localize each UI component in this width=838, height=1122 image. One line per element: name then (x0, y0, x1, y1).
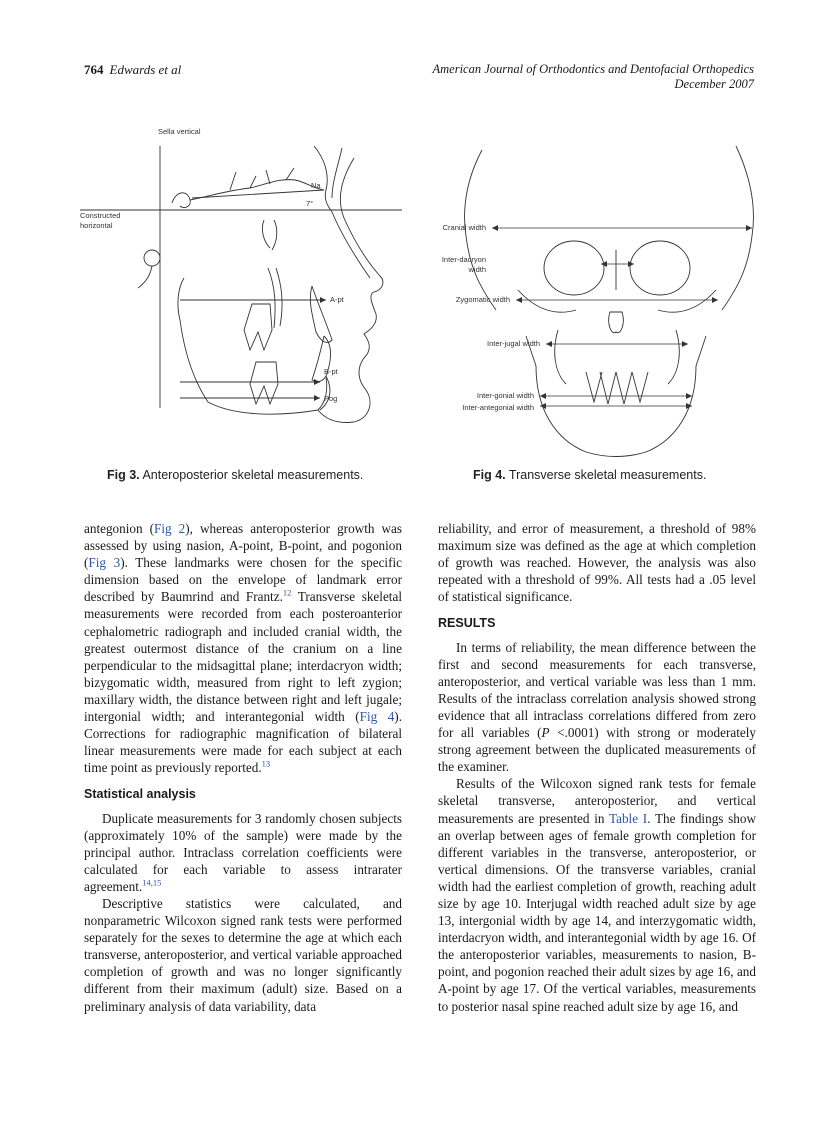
text-run: ). These landmarks were chosen for the s… (84, 555, 403, 605)
figure-4-frontal-tracing: Cranial width Inter-dacryon width Zygoma… (442, 145, 754, 457)
page-number: 764 (84, 62, 104, 77)
link-table-1[interactable]: Table I (608, 810, 648, 826)
label-na: Na (311, 181, 321, 190)
running-header-left: 764 Edwards et al (84, 62, 181, 78)
right-column: reliability, and error of measurement, a… (438, 520, 756, 1015)
label-inter-dacryon-1: Inter-dacryon (442, 255, 486, 264)
link-fig-3[interactable]: Fig 3 (88, 555, 121, 571)
text-run: <.0001) with strong or moderately strong… (438, 725, 756, 775)
label-inter-antegonial-width: Inter-antegonial width (462, 403, 534, 412)
link-fig-4[interactable]: Fig 4 (359, 709, 395, 725)
label-pog: Pog (324, 394, 337, 403)
label-angle: 7° (306, 199, 313, 208)
paragraph-reliability: In terms of reliability, the mean differ… (438, 639, 756, 776)
text-run: ), whereas anteroposterior growth was as… (84, 521, 402, 571)
label-zygomatic-width: Zygomatic width (456, 295, 510, 304)
label-a-pt: A-pt (330, 295, 345, 304)
reference-12[interactable]: 12 (282, 587, 292, 598)
running-header-right: American Journal of Orthodontics and Den… (433, 62, 755, 92)
text-run: Transverse skeletal measurements were re… (84, 589, 402, 725)
figure-3-number: Fig 3. (107, 468, 140, 482)
left-orbit (543, 240, 605, 296)
issue-date: December 2007 (674, 77, 755, 91)
figure-3-caption-text: Anteroposterior skeletal measurements. (142, 468, 364, 482)
running-authors: Edwards et al (109, 62, 182, 77)
p-value-symbol: P (541, 725, 550, 741)
link-fig-2[interactable]: Fig 2 (154, 521, 186, 536)
sella-outline (171, 192, 191, 209)
paragraph-duplicate-measurements: Duplicate measurements for 3 randomly ch… (84, 810, 402, 895)
label-inter-gonial-width: Inter-gonial width (477, 391, 534, 400)
text-run: Results of the Wilcoxon signed rank test… (438, 776, 756, 826)
text-run: In terms of reliability, the mean differ… (438, 639, 756, 741)
text-run: antegonion ( (84, 521, 155, 536)
right-orbit (629, 240, 691, 296)
sn-line (191, 189, 325, 199)
heading-results: RESULTS (438, 616, 496, 631)
text-run: ). Corrections for radiographic magnific… (84, 709, 402, 776)
paragraph-threshold: reliability, and error of measurement, a… (438, 521, 756, 605)
left-column: antegonion (Fig 2), whereas anteroposter… (84, 520, 402, 1015)
journal-title: American Journal of Orthodontics and Den… (432, 62, 755, 76)
paragraph-landmarks: antegonion (Fig 2), whereas anteroposter… (84, 520, 402, 776)
reference-14-15[interactable]: 14,15 (142, 877, 162, 888)
paragraph-wilcoxon-results: Results of the Wilcoxon signed rank test… (438, 775, 756, 1014)
label-b-pt: B-pt (324, 367, 339, 376)
label-constructed: Constructed (80, 211, 120, 220)
reference-13[interactable]: 13 (261, 758, 271, 769)
paragraph-descriptive-statistics: Descriptive statistics were calculated, … (84, 895, 402, 1014)
text-run: . The findings show an overlap between a… (438, 810, 756, 1014)
figure-4-caption-text: Transverse skeletal measurements. (508, 468, 707, 482)
label-cranial-width: Cranial width (443, 223, 486, 232)
figure-3-lateral-tracing: Sella vertical Constructed horizontal Na… (80, 127, 402, 423)
label-horizontal: horizontal (80, 221, 113, 230)
heading-statistical-analysis: Statistical analysis (84, 787, 196, 802)
label-sella-vertical: Sella vertical (158, 127, 201, 136)
text-run: Duplicate measurements for 3 randomly ch… (84, 810, 402, 894)
label-inter-jugal-width: Inter-jugal width (487, 339, 540, 348)
figure-4-caption: Fig 4. Transverse skeletal measurements. (473, 468, 706, 482)
label-inter-dacryon-2: width (467, 265, 486, 274)
figure-3-caption: Fig 3. Anteroposterior skeletal measurem… (107, 468, 363, 482)
figure-4-number: Fig 4. (473, 468, 506, 482)
